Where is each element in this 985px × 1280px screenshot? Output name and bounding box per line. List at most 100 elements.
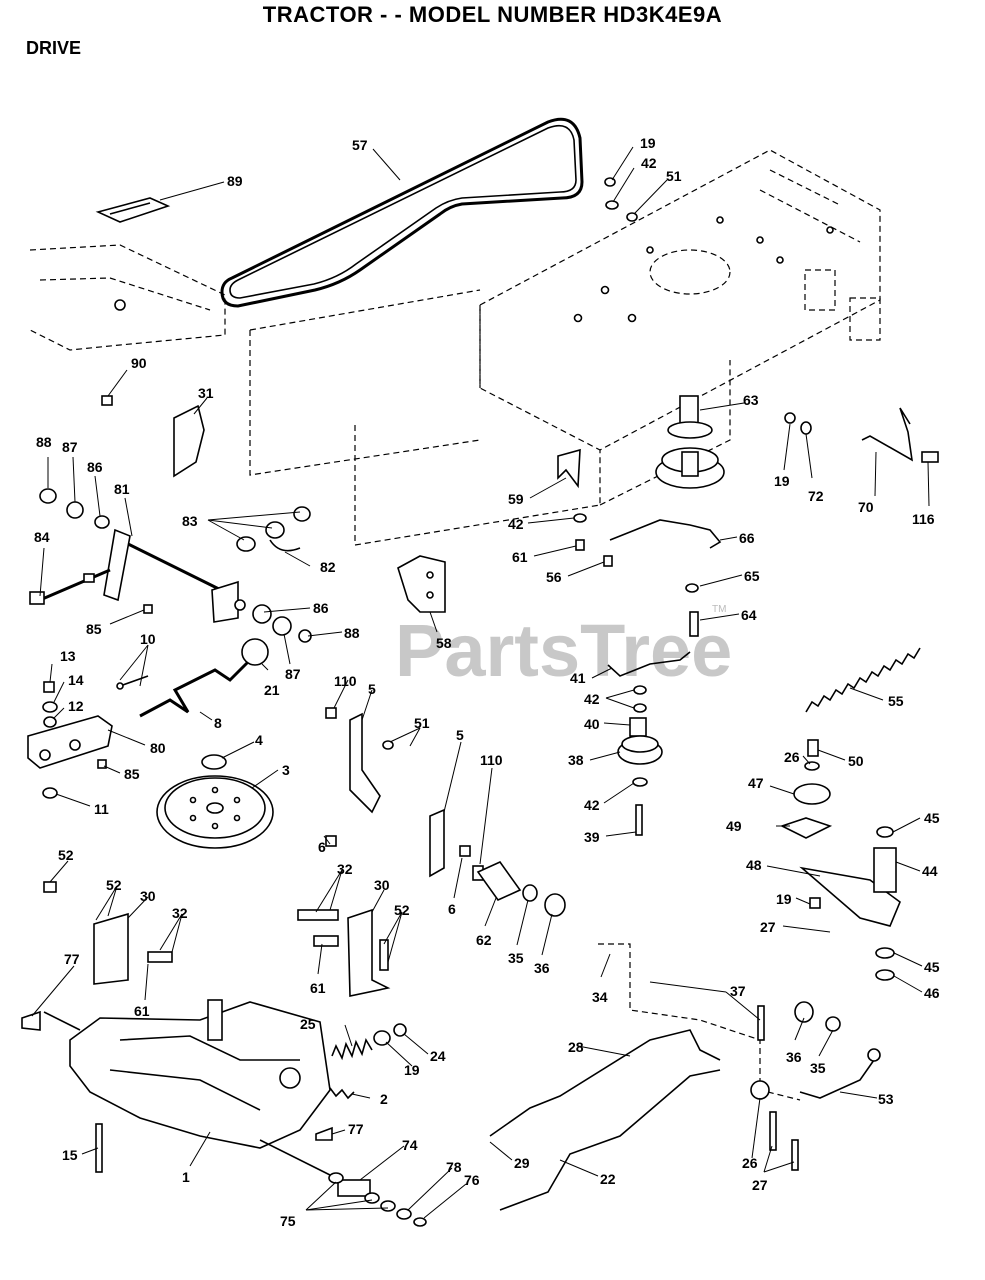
callout-56: 56	[546, 569, 562, 585]
callout-72: 72	[808, 488, 824, 504]
callout-3: 3	[282, 762, 290, 778]
callout-41: 41	[570, 670, 586, 686]
callout-66: 66	[739, 530, 755, 546]
callout-45: 45	[924, 810, 940, 826]
callout-42b: 42	[508, 516, 524, 532]
callout-26b: 26	[742, 1155, 758, 1171]
brackets-30	[21, 881, 391, 1031]
section-label: DRIVE	[26, 38, 82, 58]
callout-4: 4	[255, 732, 263, 748]
callout-27: 27	[760, 919, 776, 935]
bracket-58	[397, 555, 446, 613]
callout-86: 86	[87, 459, 103, 475]
callout-44: 44	[922, 863, 938, 879]
idler-stack-63	[655, 395, 725, 489]
callout-61b: 61	[134, 1003, 150, 1019]
callout-46: 46	[924, 985, 940, 1001]
callout-81: 81	[114, 481, 130, 497]
shaft-assembly-81	[29, 528, 239, 623]
callout-15: 15	[62, 1147, 78, 1163]
callout-24: 24	[430, 1048, 446, 1064]
callout-13: 13	[60, 648, 76, 664]
callout-64: 64	[741, 607, 757, 623]
callout-63: 63	[743, 392, 759, 408]
callout-55: 55	[888, 693, 904, 709]
callout-51b: 51	[414, 715, 430, 731]
callout-28: 28	[568, 1039, 584, 1055]
callout-89: 89	[227, 173, 243, 189]
callout-30: 30	[140, 888, 156, 904]
callout-38: 38	[568, 752, 584, 768]
callout-1: 1	[182, 1169, 190, 1185]
callout-29: 29	[514, 1155, 530, 1171]
callout-22: 22	[600, 1171, 616, 1187]
callout-116: 116	[912, 511, 935, 527]
callout-52c: 52	[394, 902, 410, 918]
callout-70: 70	[858, 499, 874, 515]
callout-51: 51	[666, 168, 682, 184]
callout-36: 36	[534, 960, 550, 976]
callout-12: 12	[68, 698, 84, 714]
callout-49: 49	[726, 818, 742, 834]
shift-rod-8	[139, 660, 250, 718]
sleeve-62	[476, 860, 522, 902]
callout-80: 80	[150, 740, 166, 756]
callout-5: 5	[368, 681, 376, 697]
page-title: TRACTOR - - MODEL NUMBER HD3K4E9A	[262, 2, 723, 27]
callout-19d: 19	[404, 1062, 420, 1078]
callout-88b: 88	[344, 625, 360, 641]
callout-78: 78	[446, 1159, 462, 1175]
callout-36b: 36	[786, 1049, 802, 1065]
callout-2: 2	[380, 1091, 388, 1107]
callout-27b: 27	[752, 1177, 768, 1193]
callout-86b: 86	[313, 600, 329, 616]
callout-77: 77	[64, 951, 80, 967]
callout-39: 39	[584, 829, 600, 845]
callout-47: 47	[748, 775, 764, 791]
callout-25: 25	[300, 1016, 316, 1032]
callout-61c: 61	[310, 980, 326, 996]
frame-holes	[114, 216, 834, 323]
rod-22	[499, 1069, 721, 1211]
callout-6: 6	[318, 839, 326, 855]
spring-25	[331, 1038, 373, 1061]
rod-41	[607, 651, 691, 677]
callout-21: 21	[264, 682, 280, 698]
callout-110: 110	[334, 673, 357, 689]
callout-45b: 45	[924, 959, 940, 975]
callout-32: 32	[172, 905, 188, 921]
callout-42c: 42	[584, 691, 600, 707]
drive-belt	[220, 117, 584, 308]
nut-90	[101, 395, 113, 406]
callout-62: 62	[476, 932, 492, 948]
callout-85b: 85	[124, 766, 140, 782]
callout-52b: 52	[106, 877, 122, 893]
callout-14: 14	[68, 672, 84, 688]
leader-lines	[31, 146, 930, 1219]
pulley-38	[617, 735, 663, 765]
callout-11: 11	[94, 801, 109, 817]
callout-82: 82	[320, 559, 336, 575]
part-83-82	[236, 506, 311, 552]
callout-32b: 32	[337, 861, 353, 877]
callout-50: 50	[848, 753, 864, 769]
callout-35b: 35	[810, 1060, 826, 1076]
rod-28	[489, 1029, 721, 1137]
transaxle-1	[43, 999, 341, 1181]
washers-86-87-88	[39, 488, 312, 643]
bracket-70	[861, 407, 914, 462]
callout-42: 42	[641, 155, 657, 171]
callout-57: 57	[352, 137, 368, 153]
callout-8: 8	[214, 715, 222, 731]
callout-34: 34	[592, 989, 608, 1005]
callout-19b: 19	[774, 473, 790, 489]
callout-48: 48	[746, 857, 762, 873]
callout-87b: 87	[285, 666, 301, 682]
callout-19c: 19	[776, 891, 792, 907]
callout-53: 53	[878, 1091, 894, 1107]
callout-87: 87	[62, 439, 78, 455]
callout-90: 90	[131, 355, 147, 371]
knob-21	[241, 638, 269, 666]
callout-37: 37	[730, 983, 746, 999]
